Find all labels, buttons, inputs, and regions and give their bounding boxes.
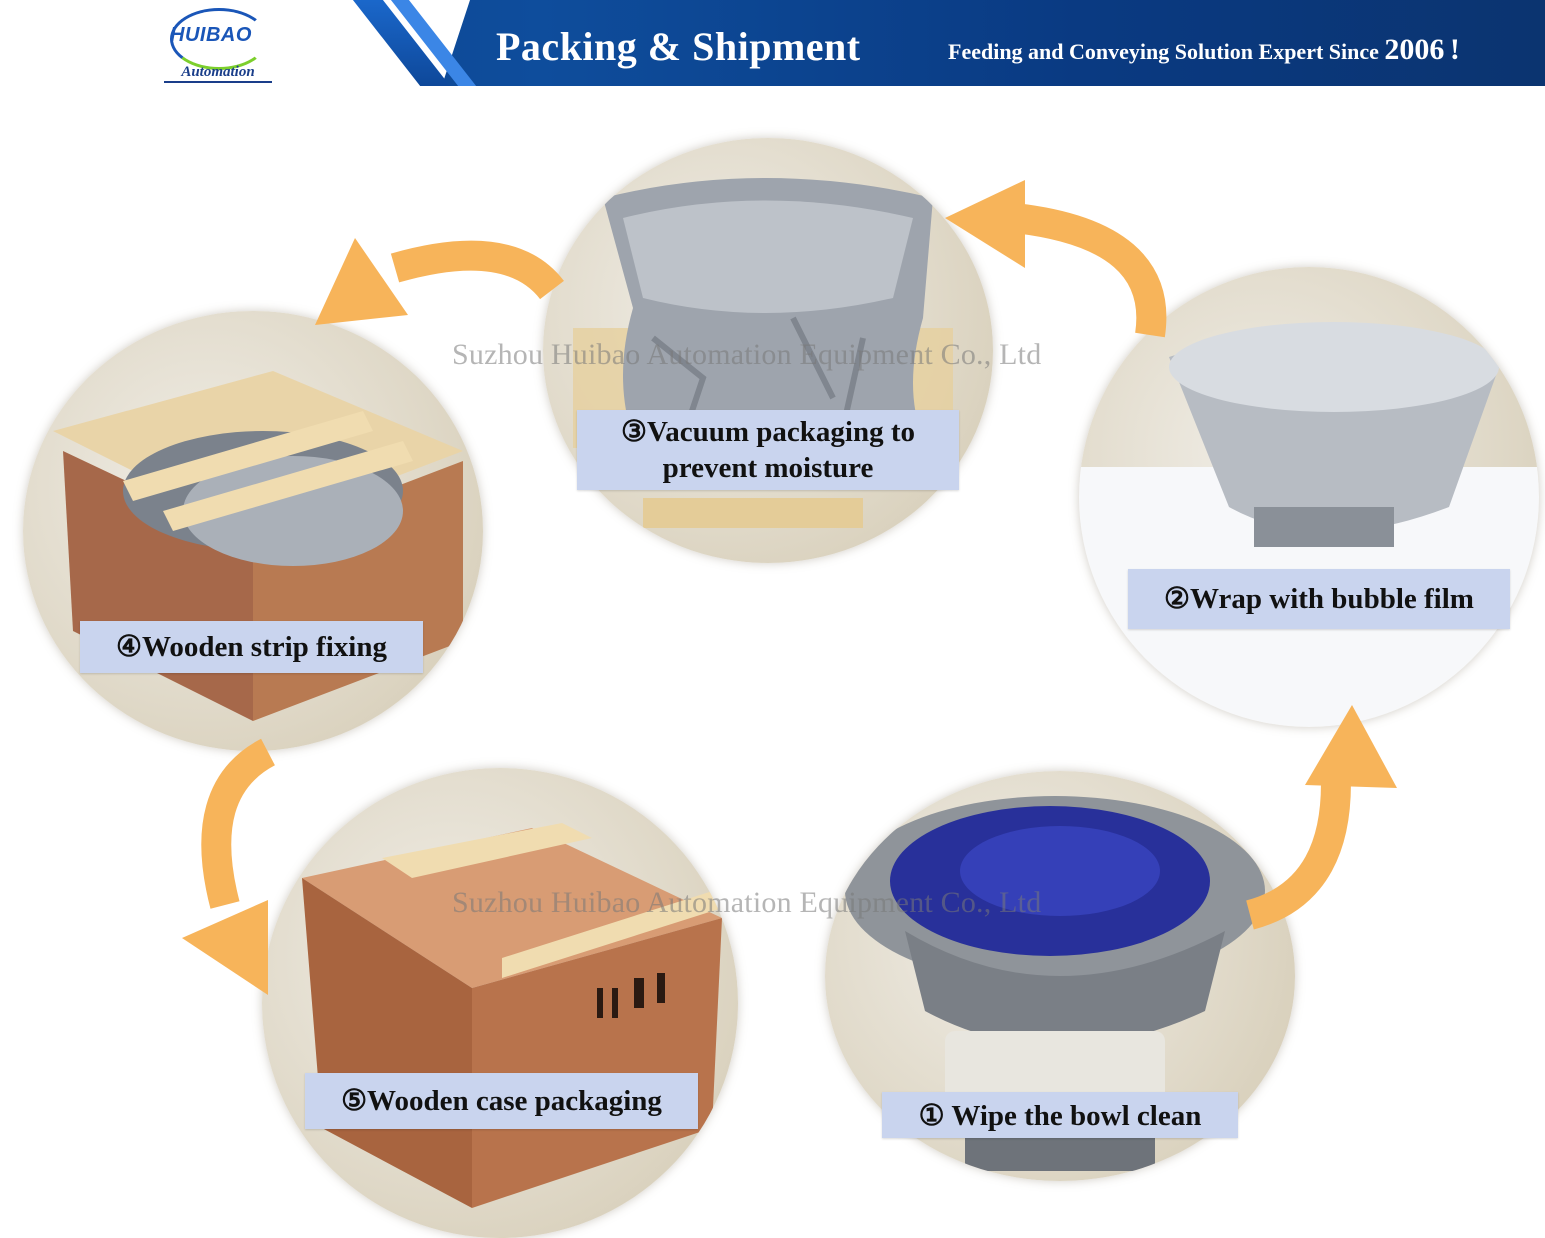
step-5-label: ⑤Wooden case packaging [305,1073,698,1129]
tagline: Feeding and Conveying Solution Expert Si… [948,30,1460,72]
fragile-symbols-icon [597,973,665,1018]
tagline-text: Feeding and Conveying Solution Expert Si… [948,39,1385,64]
arrow-1-to-2-icon [1245,705,1397,930]
wooden-frame-illustration [53,371,463,721]
watermark-bottom: Suzhou Huibao Automation Equipment Co., … [452,886,1042,919]
arrow-2-to-3-icon [945,180,1167,338]
step-3-label-line1: ③Vacuum packaging to [620,416,916,448]
page-title: Packing & Shipment [496,24,861,69]
header-banner: HUIBAO Automation Packing & Shipment Fee… [0,0,1545,86]
step-4-photo [23,311,483,751]
vibratory-bowl-illustration [845,796,1265,1171]
step-3-photo [543,138,993,563]
logo-ring-icon [170,8,268,70]
step-3-label: ③Vacuum packaging to prevent moisture [577,410,959,490]
step-4-label: ④Wooden strip fixing [80,621,423,673]
logo-text: HUIBAO [170,24,252,46]
tagline-exclamation: ! [1449,33,1460,66]
step-3-label-line2: prevent moisture [662,452,874,484]
step-1-label: ① Wipe the bowl clean [882,1092,1238,1138]
arrow-3-to-4-icon [315,238,564,325]
company-logo[interactable]: HUIBAO Automation [162,6,272,83]
tagline-year: 2006 [1384,33,1445,66]
logo-subtitle: Automation [164,64,272,83]
arrow-4-to-5-icon [182,738,276,995]
step-2-label: ②Wrap with bubble film [1128,569,1510,629]
watermark-top: Suzhou Huibao Automation Equipment Co., … [452,338,1042,371]
